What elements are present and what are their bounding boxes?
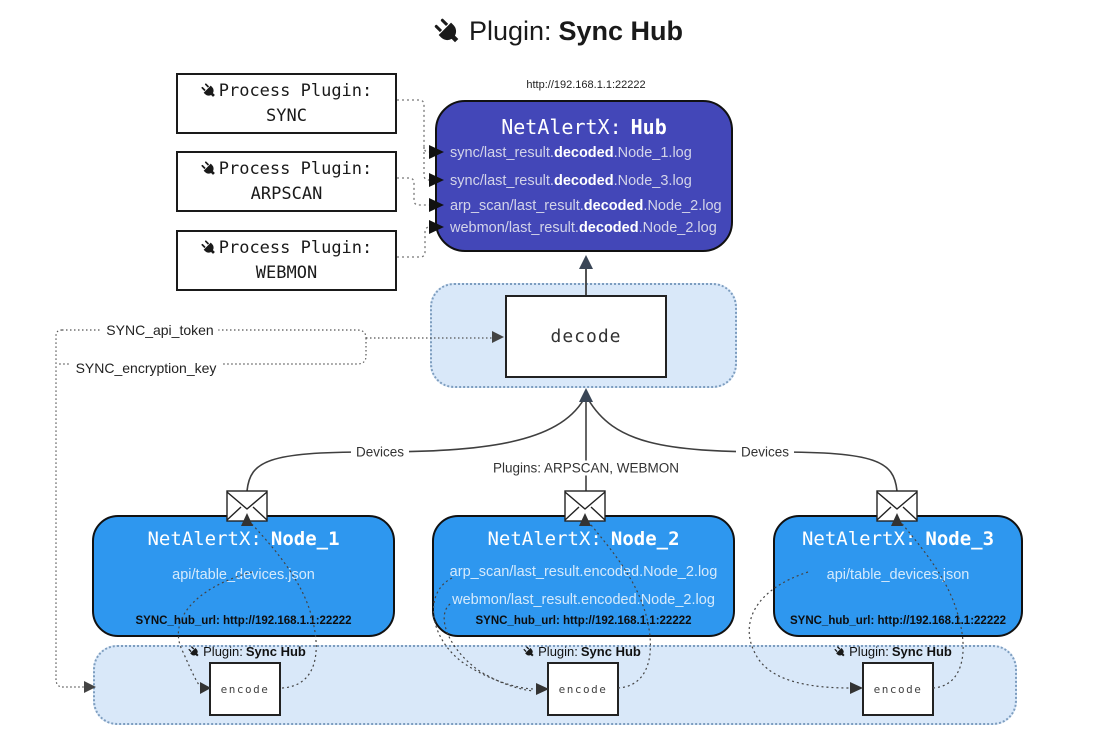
node-hub-url: SYNC_hub_url: http://192.168.1.1:22222 — [789, 615, 1007, 627]
plug-icon — [186, 643, 203, 660]
hub-log-row: sync/last_result.decoded.Node_3.log — [450, 173, 692, 189]
node-title: NetAlertX:Node_2 — [487, 528, 680, 550]
hub-title-prefix: NetAlertX: — [501, 115, 622, 139]
plug-icon — [197, 237, 220, 260]
devices-edge-label-right: Devices — [735, 444, 795, 460]
sync-api-token-label: SYNC_api_token — [101, 322, 219, 338]
encode-box: encode — [862, 662, 934, 716]
hub-title: NetAlertX: Hub — [437, 115, 731, 139]
hub-url-label: http://192.168.1.1:22222 — [526, 79, 646, 91]
node-hub-url: SYNC_hub_url: http://192.168.1.1:22222 — [475, 615, 692, 627]
plugins-edge-label: Plugins: ARPSCAN, WEBMON — [487, 460, 685, 476]
plug-icon — [832, 643, 849, 660]
sync-encryption-key-label: SYNC_encryption_key — [70, 360, 222, 376]
process-plugin-header: Process Plugin: — [201, 236, 373, 261]
decode-label: decode — [550, 326, 622, 347]
process-plugin-name: ARPSCAN — [250, 183, 323, 204]
process-plugin-header: Process Plugin: — [201, 157, 373, 182]
encode-box: encode — [209, 662, 281, 716]
page-title: Plugin: Sync Hub — [0, 16, 1117, 47]
connector-plugins-to-hub — [397, 99, 432, 258]
plug-icon — [521, 643, 538, 660]
process-plugin-box-webmon: Process Plugin: WEBMON — [176, 230, 397, 291]
plug-icon — [428, 12, 468, 52]
arrowhead-fan-to-decode — [579, 388, 593, 402]
node-box-node2: NetAlertX:Node_2 arp_scan/last_result.en… — [432, 515, 735, 637]
arrowhead-decode-to-hub — [579, 255, 593, 269]
process-plugin-label: Process Plugin: — [218, 237, 373, 258]
node-file: api/table_devices.json — [172, 567, 315, 583]
node-file: webmon/last_result.encoded.Node_2.log — [452, 592, 715, 608]
node-title: NetAlertX:Node_1 — [147, 528, 340, 550]
node-box-node1: NetAlertX:Node_1 api/table_devices.json … — [92, 515, 395, 637]
node-file: api/table_devices.json — [826, 567, 970, 583]
process-plugin-box-arpscan: Process Plugin: ARPSCAN — [176, 151, 397, 212]
plugin-sync-hub-tag: Plugin:Sync Hub — [834, 644, 952, 659]
process-plugin-name: SYNC — [266, 105, 307, 126]
title-prefix: Plugin: — [468, 16, 552, 46]
node-hub-url: SYNC_hub_url: http://192.168.1.1:22222 — [135, 615, 352, 627]
node-file: arp_scan/last_result.encoded.Node_2.log — [449, 564, 718, 580]
hub-log-row: arp_scan/last_result.decoded.Node_2.log — [450, 198, 722, 214]
plugin-sync-hub-tag: Plugin:Sync Hub — [523, 644, 641, 659]
node-box-node3: NetAlertX:Node_3 api/table_devices.json … — [773, 515, 1023, 637]
devices-edge-label-left: Devices — [350, 444, 410, 460]
process-plugin-box-sync: Process Plugin: SYNC — [176, 73, 397, 134]
hub-log-row: sync/last_result.decoded.Node_1.log — [450, 145, 692, 161]
title-name: Sync Hub — [558, 16, 684, 46]
process-plugin-name: WEBMON — [255, 262, 318, 283]
process-plugin-header: Process Plugin: — [201, 79, 373, 104]
fan-edges — [246, 398, 898, 492]
decode-box: decode — [505, 295, 667, 378]
hub-title-name: Hub — [630, 115, 667, 139]
encode-box: encode — [547, 662, 619, 716]
plugin-sync-hub-tag: Plugin:Sync Hub — [188, 644, 306, 659]
node-title: NetAlertX:Node_3 — [801, 528, 995, 550]
process-plugin-label: Process Plugin: — [218, 158, 373, 179]
plug-icon — [197, 158, 220, 181]
process-plugin-label: Process Plugin: — [218, 80, 373, 101]
plug-icon — [197, 80, 220, 103]
hub-log-row: webmon/last_result.decoded.Node_2.log — [450, 220, 717, 236]
hub-box: NetAlertX: Hub sync/last_result.decoded.N… — [435, 100, 733, 252]
